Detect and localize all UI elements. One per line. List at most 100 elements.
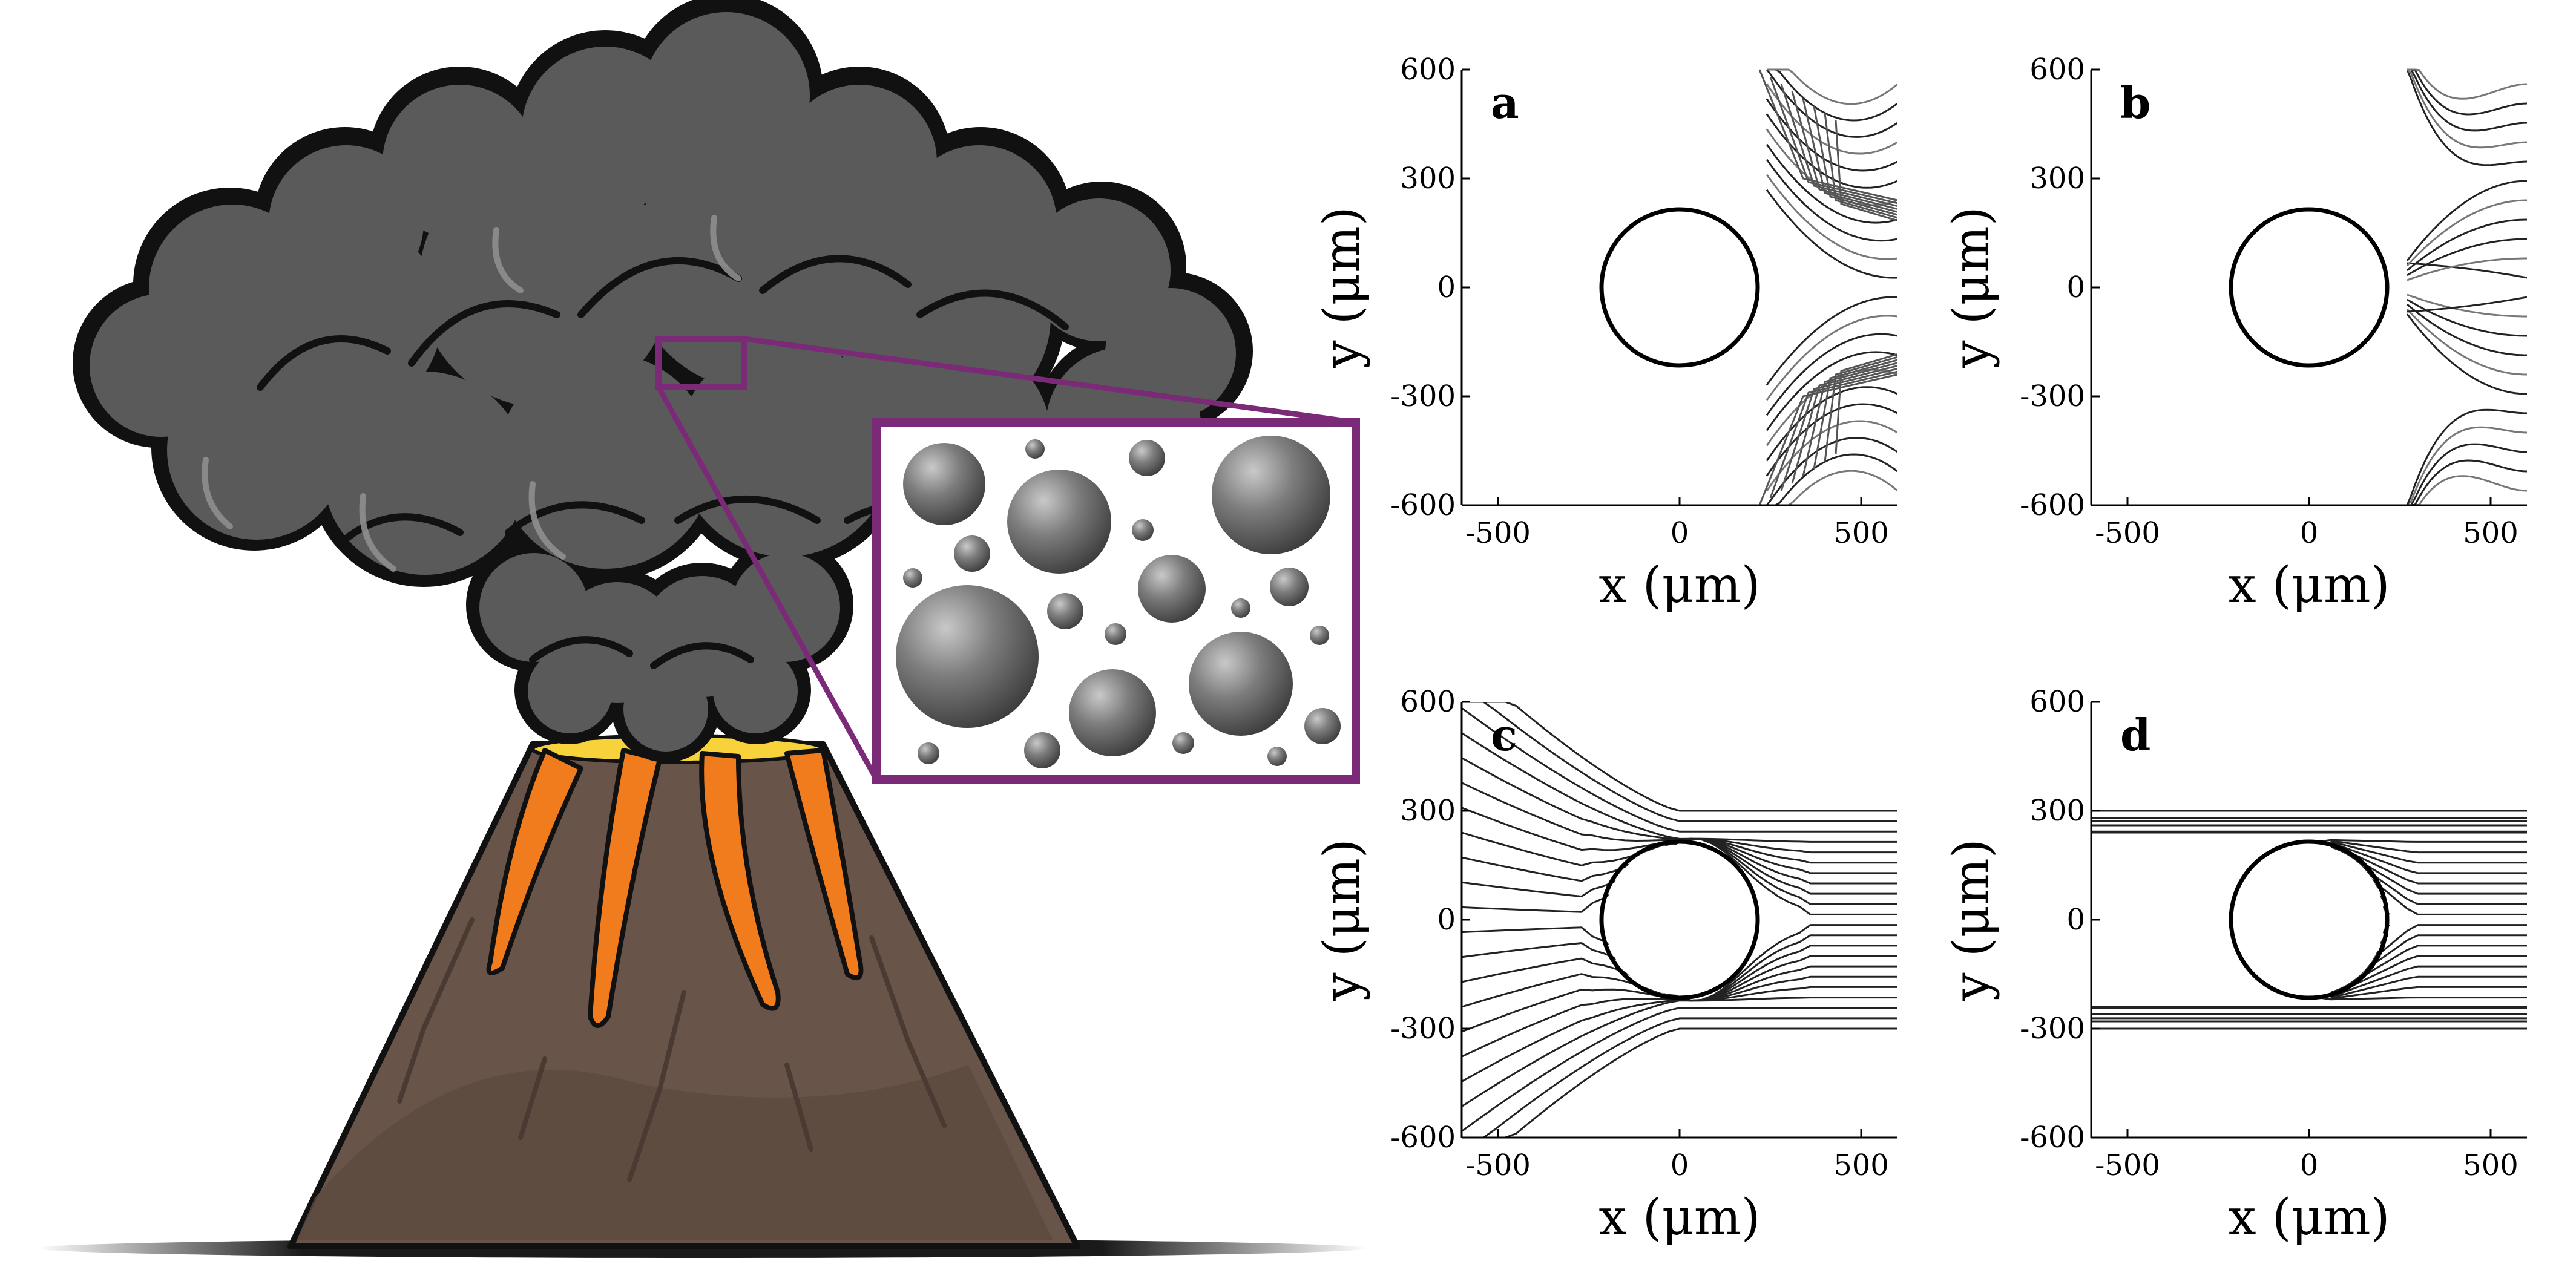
y-tick-label: -600	[1390, 488, 1456, 522]
streamline	[2406, 199, 2528, 267]
y-axis-label: y (μm)	[1943, 839, 2000, 1001]
y-tick-label: 300	[2029, 162, 2085, 195]
streamline	[1767, 68, 1898, 122]
streamlines	[2091, 810, 2527, 1030]
streamline	[2406, 313, 2528, 395]
streamline	[2407, 475, 2528, 506]
streamline	[2407, 303, 2528, 356]
streamline	[1769, 370, 1898, 499]
streamlines	[1758, 68, 1898, 506]
streamline	[2330, 840, 2527, 854]
streamline	[1462, 701, 1898, 822]
streamline	[1767, 68, 1898, 105]
streamline	[1461, 997, 1898, 1107]
y-tick-label: 0	[2066, 903, 2085, 937]
panel-letter: a	[1491, 77, 1519, 128]
streamline	[1766, 420, 1898, 492]
x-tick-label: -500	[1465, 516, 1531, 550]
streamline	[2407, 68, 2528, 116]
streamline	[1461, 707, 1898, 833]
streamline	[2406, 308, 2528, 376]
x-axis-label: x (μm)	[1598, 557, 1760, 614]
mountain-shading	[297, 1065, 1053, 1240]
y-tick-label: 0	[1437, 270, 1456, 304]
streamline	[1824, 356, 1898, 462]
y-tick-label: -300	[2020, 379, 2085, 413]
streamline	[2407, 68, 2528, 100]
x-axis-label: x (μm)	[1598, 1189, 1760, 1246]
y-tick-label: 600	[1400, 685, 1456, 719]
streamline	[2407, 238, 2528, 277]
streamline	[1766, 437, 1898, 506]
y-tick-label: 600	[1400, 53, 1456, 87]
streamline	[1791, 365, 1898, 484]
streamline	[1813, 359, 1898, 470]
obstacle-mask	[2234, 845, 2384, 995]
plot-gutter-mask	[1898, 702, 2091, 1264]
streamline	[2330, 975, 2527, 999]
y-tick-label: 300	[1400, 794, 1456, 828]
x-tick-label: 500	[1833, 516, 1889, 550]
streamline	[2407, 459, 2528, 506]
streamlines	[2406, 68, 2528, 506]
streamline	[1766, 159, 1898, 242]
y-tick-label: -300	[1390, 379, 1456, 413]
streamline	[1766, 69, 1898, 138]
obstacle-mask	[1605, 212, 1755, 362]
y-axis-label: y (μm)	[1943, 206, 2000, 368]
streamline	[2330, 840, 2527, 864]
x-axis-label: x (μm)	[2228, 1189, 2390, 1246]
panel-letter: b	[2120, 77, 2150, 128]
streamline	[2317, 997, 2527, 1001]
panel-b	[2406, 68, 2528, 506]
plot-gutter-mask	[2527, 0, 2576, 1264]
obstacle-circle	[2229, 207, 2390, 368]
streamline	[2406, 408, 2528, 506]
y-tick-label: 600	[2029, 53, 2085, 87]
x-tick-label: 0	[1671, 1148, 1689, 1182]
streamline	[1766, 143, 1898, 224]
streamline	[2407, 68, 2528, 132]
streamline	[1461, 1007, 1898, 1132]
streamline	[1461, 732, 1898, 843]
y-axis-label: y (μm)	[1313, 206, 1371, 368]
plot-gutter-mask	[1428, 0, 1462, 1264]
streamline	[2407, 293, 2527, 318]
streamline	[2330, 986, 2527, 1000]
y-tick-label: -600	[1390, 1121, 1456, 1154]
panel-letter: d	[2120, 709, 2150, 761]
x-tick-label: 0	[1671, 516, 1689, 550]
y-tick-label: -600	[2020, 1121, 2085, 1154]
panel-letter: c	[1491, 709, 1517, 761]
streamline	[2330, 841, 2527, 874]
streamline	[1758, 373, 1898, 506]
y-tick-label: -300	[1390, 1012, 1456, 1046]
y-tick-label: 600	[2029, 685, 2085, 719]
y-tick-label: 0	[1437, 903, 1456, 937]
streamline	[1824, 113, 1898, 219]
x-tick-label: -500	[1465, 1148, 1531, 1182]
streamline	[1791, 91, 1898, 210]
streamline-plots: 600 300 0 -300 -600 -500 0 500 x (μm) y (μm) a 600 3…	[1313, 0, 2576, 1264]
obstacle-mask	[1605, 845, 1755, 995]
streamline	[1766, 189, 1898, 279]
streamline	[2406, 426, 2528, 506]
particle-inset	[872, 418, 1360, 784]
x-tick-label: 500	[2463, 516, 2518, 550]
obstacle-circle	[1599, 839, 1760, 1000]
streamline	[2407, 296, 2528, 313]
x-tick-label: 0	[2300, 1148, 2319, 1182]
streamline	[2406, 68, 2528, 149]
x-tick-label: 500	[2463, 1148, 2518, 1182]
y-tick-label: 300	[2029, 794, 2085, 828]
y-tick-label: 300	[1400, 162, 1456, 195]
streamline	[1780, 84, 1898, 208]
mountain-cracks	[397, 917, 947, 1182]
streamline	[1802, 98, 1898, 213]
plot-gutter-mask	[1898, 0, 2091, 702]
y-tick-label: -600	[2020, 488, 2085, 522]
streamline	[2330, 965, 2527, 998]
